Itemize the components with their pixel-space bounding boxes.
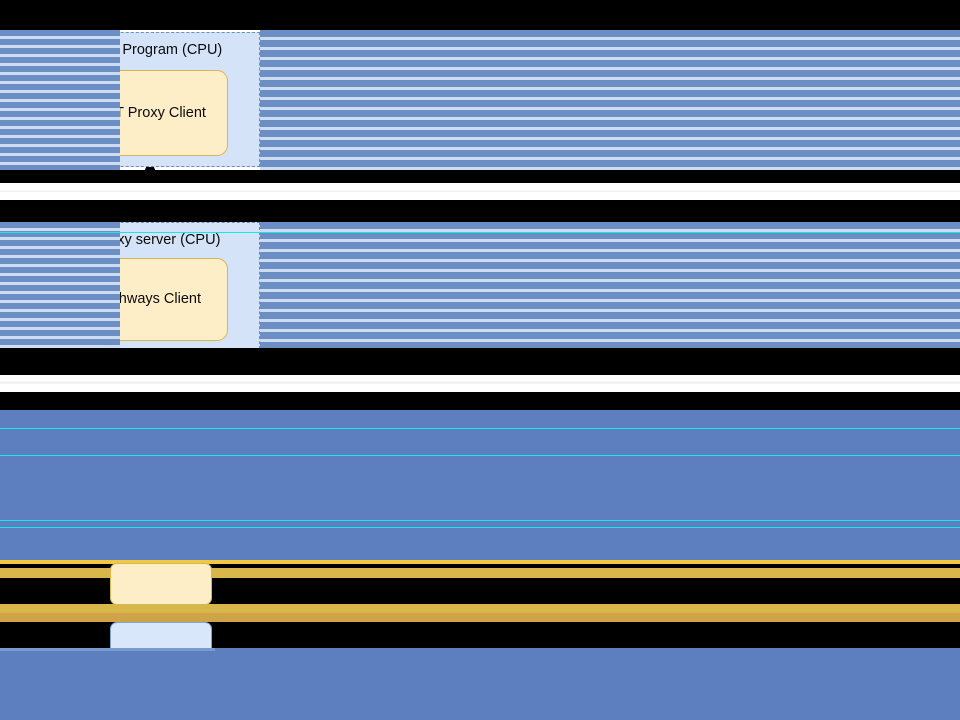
glitch-gold-band-4 [0,613,960,622]
glitch-black-band-4 [0,392,960,410]
glitch-black-band-5 [0,564,960,568]
glitch-stripes-left-top [0,30,120,170]
glitch-scanline-6 [0,527,960,528]
glitch-stripes-far-right-mid [530,222,960,348]
glitch-black-band-3 [0,348,960,375]
glitch-scanline-2 [0,232,960,233]
glitch-black-band-2 [0,200,960,222]
glitch-white-band-1 [0,183,960,200]
glitch-gold-band-3 [0,604,960,613]
glitch-stripes-left-mid [0,222,120,348]
glitch-gold-band-2 [0,568,960,578]
glitch-black-band-top [0,0,960,30]
glitch-stripes-right-top [260,30,960,170]
glitch-white-band-2 [0,375,960,392]
glitch-gold-band-1 [0,560,960,564]
glitch-black-band-1 [0,170,960,183]
glitch-solid-blue-lower [0,410,960,564]
node-user-program-label: User Program (CPU) [87,42,223,58]
legend-swatch-gold-overlay [110,563,212,605]
glitch-scanline-4 [0,455,960,456]
glitch-bottom-edge-fragment [0,648,215,651]
glitch-solid-blue-bottom [0,648,960,720]
glitch-scanline-3 [0,428,960,429]
glitch-scanline-5 [0,520,960,521]
